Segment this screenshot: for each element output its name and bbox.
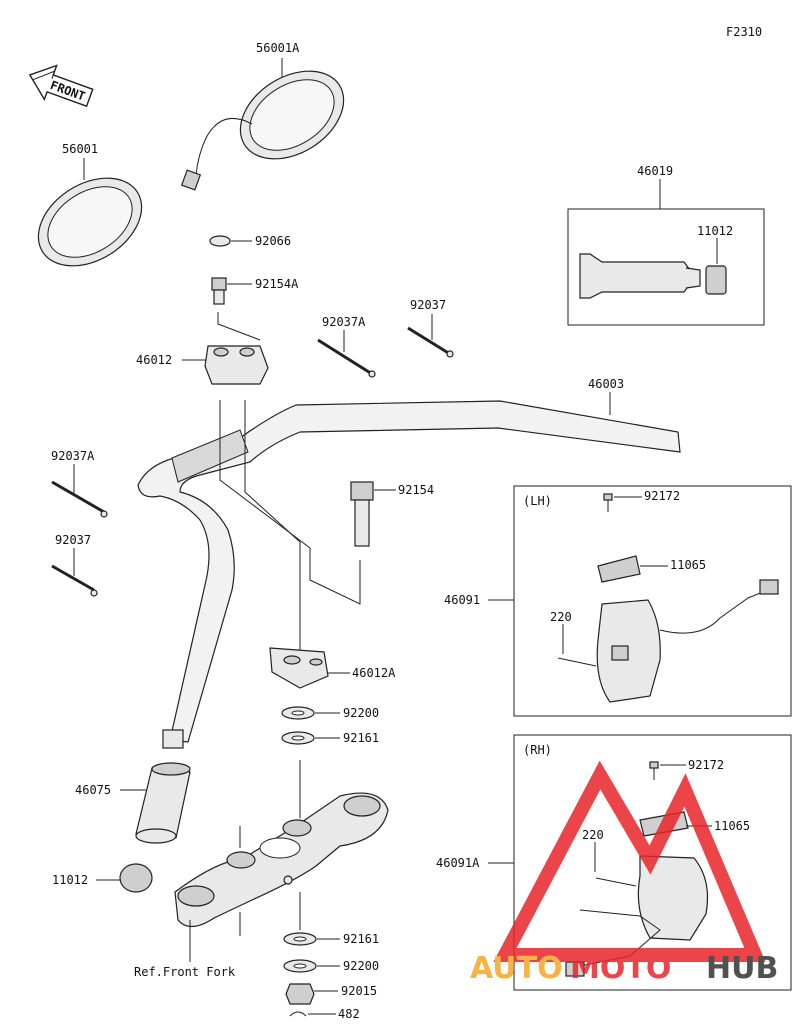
watermark-logo: AUTO MOTO HUB [470, 760, 778, 986]
label-46019: 46019 [637, 164, 673, 178]
label-92161-upper: 92161 [343, 731, 379, 745]
label-46012: 46012 [136, 353, 172, 367]
label-46091: 46091 [444, 593, 480, 607]
upper-triple-clamp [174, 792, 389, 928]
label-220-lh: 220 [550, 610, 572, 624]
label-220-rh: 220 [582, 828, 604, 842]
grip-46075 [135, 762, 191, 844]
label-11012-kit: 11012 [697, 224, 733, 238]
watermark-hub: HUB [706, 951, 778, 986]
bolt-92154A [211, 277, 227, 305]
bolt-92154 [350, 481, 374, 547]
label-11065-lh: 11065 [670, 558, 706, 572]
front-arrow-icon: FRONT [28, 64, 94, 108]
label-92154A: 92154A [255, 277, 299, 291]
pin-92037-upper [407, 326, 454, 358]
holder-46012A [269, 647, 329, 689]
holder-46012 [204, 345, 269, 385]
mirror-56001A [180, 70, 345, 191]
label-92037-left: 92037 [55, 533, 91, 547]
label-46003: 46003 [588, 377, 624, 391]
label-92200-lower: 92200 [343, 959, 379, 973]
label-46091A: 46091A [436, 856, 480, 870]
label-92037-upper: 92037 [410, 298, 446, 312]
rh-side-label: (RH) [523, 743, 552, 757]
label-92161-lower: 92161 [343, 932, 379, 946]
label-46075: 46075 [75, 783, 111, 797]
label-11065-rh: 11065 [714, 819, 750, 833]
label-92154: 92154 [398, 483, 434, 497]
kit-box-46019 [567, 208, 765, 326]
pin-92037A-left [51, 480, 108, 518]
label-11012: 11012 [52, 873, 88, 887]
label-56001: 56001 [62, 142, 98, 156]
nut-92015 [285, 983, 315, 1005]
label-92172-lh: 92172 [644, 489, 680, 503]
figure-code: F2310 [726, 25, 762, 39]
label-92066: 92066 [255, 234, 291, 248]
label-92037A-left: 92037A [51, 449, 95, 463]
end-cap-11012 [119, 863, 153, 893]
lh-side-label: (LH) [523, 494, 552, 508]
pin-92037-left [51, 564, 98, 597]
watermark-moto: MOTO [570, 951, 671, 986]
label-ref-front-fork: Ref.Front Fork [134, 965, 236, 979]
cap-92066 [209, 235, 231, 247]
pin-92037A-upper [317, 338, 376, 378]
mirror-56001 [37, 177, 143, 267]
clip-482 [289, 1011, 307, 1017]
label-92015: 92015 [341, 984, 377, 998]
handlebar-46003 [137, 400, 681, 749]
label-92037A-upper: 92037A [322, 315, 366, 329]
label-56001A: 56001A [256, 41, 300, 55]
label-46012A: 46012A [352, 666, 396, 680]
lh-switch-box: (LH) [513, 485, 792, 717]
label-482: 482 [338, 1007, 360, 1021]
label-92172-rh: 92172 [688, 758, 724, 772]
label-92200-upper: 92200 [343, 706, 379, 720]
watermark-auto: AUTO [470, 951, 563, 986]
